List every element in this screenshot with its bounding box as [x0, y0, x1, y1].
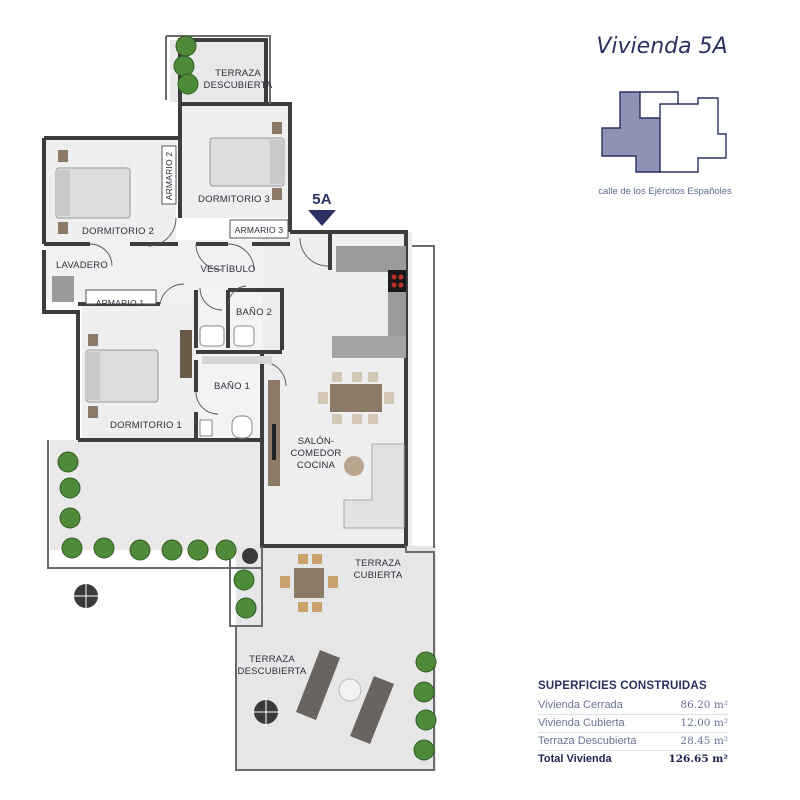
surface-total-label: Total Vivienda: [538, 753, 612, 765]
surface-value: 28.45 m²: [680, 735, 728, 747]
surface-label: Vivienda Cerrada: [538, 699, 623, 711]
label-salon-1: SALÓN-: [298, 436, 335, 447]
dining-table: [330, 384, 382, 412]
terrace-edges: [47, 35, 435, 771]
cooktop: [388, 270, 406, 292]
kitchen-island: [332, 336, 406, 358]
kitchen-counter-top: [336, 246, 406, 272]
surface-total-row: Total Vivienda 126.65 m²: [538, 751, 728, 768]
label-terraza-top-1: TERRAZA: [215, 68, 261, 79]
label-dormitorio-2: DORMITORIO 2: [82, 226, 154, 237]
surface-total-value: 126.65 m²: [668, 753, 728, 765]
sun-loungers: [296, 650, 394, 744]
label-armario-2: ARMARIO 2: [164, 152, 174, 201]
surface-row: Vivienda Cubierta 12.00 m²: [538, 715, 728, 733]
label-salon-2: COMEDOR: [290, 448, 341, 459]
label-terraza-bottom-2: DESCUBIERTA: [238, 666, 307, 677]
label-salon-3: COCINA: [297, 460, 336, 471]
surface-value: 86.20 m²: [680, 699, 728, 711]
kitchen-counter-side: [388, 292, 406, 338]
surfaces-table: SUPERFICIES CONSTRUIDAS Vivienda Cerrada…: [538, 680, 728, 768]
sofa: [343, 443, 405, 529]
surfaces-heading: SUPERFICIES CONSTRUIDAS: [538, 680, 707, 692]
label-dormitorio-1: DORMITORIO 1: [110, 420, 182, 431]
terrace-bottom-floor: [236, 620, 436, 770]
entry-label: 5A: [312, 191, 332, 208]
surface-value: 12.00 m²: [680, 717, 728, 729]
west-terrace-floor: [50, 440, 262, 550]
entry-arrow-icon: [308, 210, 336, 226]
surface-row: Vivienda Cerrada 86.20 m²: [538, 697, 728, 715]
label-armario-3: ARMARIO 3: [235, 225, 284, 235]
furniture: [52, 122, 406, 744]
terrace-table: [294, 568, 324, 598]
label-armario-1: ARMARIO 1: [96, 298, 145, 308]
street-label: calle de los Ejércitos Españoles: [598, 186, 732, 197]
surface-row: Terraza Descubierta 28.45 m²: [538, 733, 728, 751]
column-markers: [72, 548, 280, 726]
building-key-map: [601, 91, 727, 173]
label-terraza-bottom-1: TERRAZA: [249, 654, 295, 665]
label-lavadero: LAVADERO: [56, 260, 108, 271]
key-unit-right: [659, 97, 727, 173]
surface-label: Vivienda Cubierta: [538, 717, 625, 729]
label-dormitorio-3: DORMITORIO 3: [198, 194, 270, 205]
label-terraza-cubierta-2: CUBIERTA: [354, 570, 403, 581]
label-terraza-top-2: DESCUBIERTA: [204, 80, 273, 91]
label-bano-1: BAÑO 1: [214, 381, 250, 392]
door-swings: [89, 217, 329, 415]
label-vestibulo: VESTÍBULO: [200, 264, 255, 275]
coffee-table: [344, 456, 364, 476]
label-bano-2: BAÑO 2: [236, 307, 272, 318]
surface-label: Terraza Descubierta: [538, 735, 637, 747]
unit-title: Vivienda 5A: [596, 34, 728, 59]
plants: [57, 35, 437, 761]
label-terraza-cubierta-1: TERRAZA: [355, 558, 401, 569]
